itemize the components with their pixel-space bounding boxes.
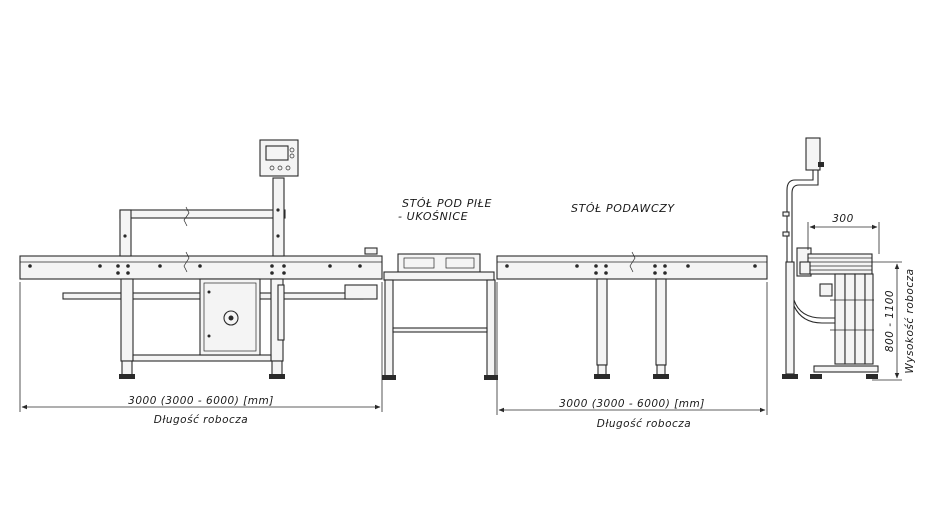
measuring-table-left xyxy=(19,139,383,379)
right-length-caption: Długość robocza xyxy=(597,418,691,430)
dimension-left xyxy=(19,282,383,412)
feed-table xyxy=(496,251,768,379)
right-length-dimension-text: 3000 (3000 - 6000) [mm] xyxy=(559,398,705,410)
dimension-height xyxy=(872,261,902,381)
dimension-right xyxy=(496,282,768,415)
saw-table-title-line1: STÓŁ POD PIŁE xyxy=(402,197,492,210)
saw-table-title-line2: - UKOŚNICE xyxy=(398,210,468,223)
height-dimension-text: 800 - 1100 xyxy=(884,290,896,352)
height-caption: Wysokość robocza xyxy=(904,268,916,373)
dimension-side-width xyxy=(807,222,880,254)
feed-table-title: STÓŁ PODAWCZY xyxy=(571,202,675,215)
side-width-dimension-text: 300 xyxy=(832,213,854,225)
side-view xyxy=(782,137,879,379)
saw-table xyxy=(364,247,498,380)
left-length-dimension-text: 3000 (3000 - 6000) [mm] xyxy=(128,395,274,407)
left-length-caption: Długość robocza xyxy=(154,414,248,426)
